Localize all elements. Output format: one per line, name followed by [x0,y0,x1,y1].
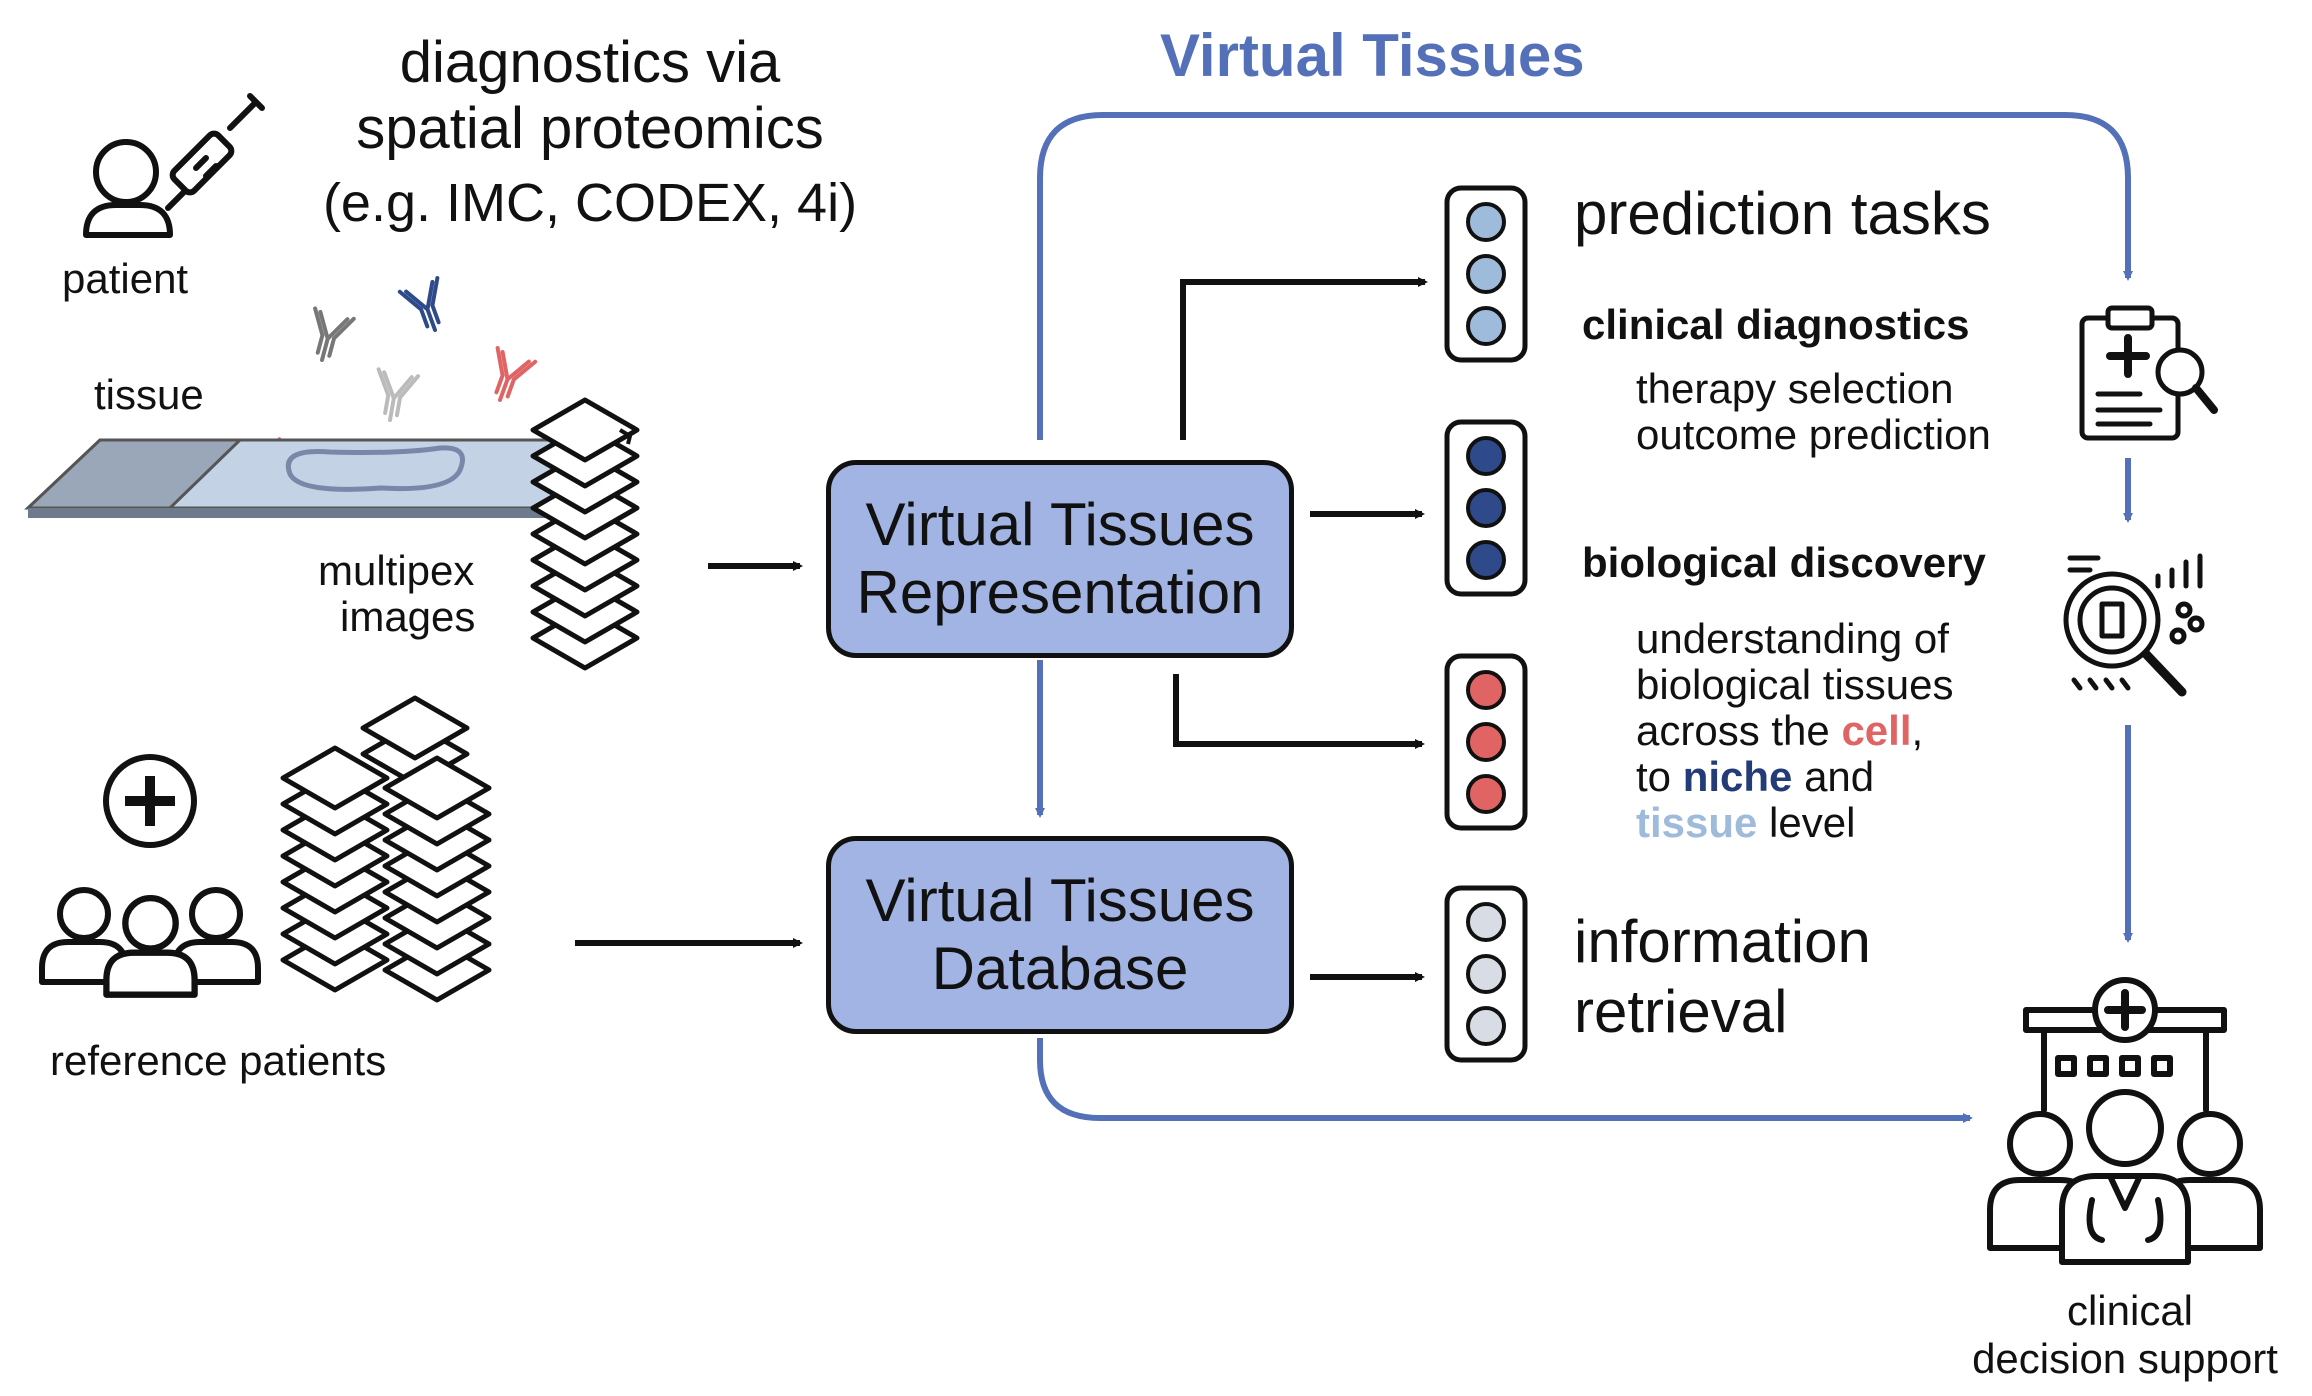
clinical-support-line-1: clinical [2066,1287,2194,1334]
biological-discovery-icon [2063,553,2205,697]
clipboard-search-icon [2079,305,2218,441]
outcome-prediction-label: outcome prediction [1636,411,1991,458]
heading-line-1: diagnostics via [399,30,781,95]
bottom-blue-arrow [1037,1038,1973,1123]
bio-line-5: tissue level [1636,800,1855,846]
reference-patients-icon [42,754,258,995]
therapy-selection-label: therapy selection [1636,365,1954,412]
patient-with-syringe-icon [83,93,265,238]
prediction-tasks-label: prediction tasks [1574,180,1991,247]
database-line-2: Database [931,935,1189,1002]
heading-line-3: (e.g. IMC, CODEX, 4i) [322,173,858,233]
prediction-dots [1444,185,1528,363]
tissue-word: tissue [1636,799,1758,846]
clinical-dots [1444,419,1528,597]
information-retrieval-line-1: information [1574,908,1871,975]
cell-word: cell [1841,707,1912,754]
black-flow-arrows [575,277,1428,982]
reference-patients-label: reference patients [50,1037,387,1084]
clinical-diagnostics-label: clinical diagnostics [1582,301,1970,348]
bio-line-5-post: level [1757,799,1856,846]
bio-line-4-pre: to [1636,753,1683,800]
hospital-doctors-icon [1987,977,2263,1265]
reference-image-stacks-icon [283,698,489,1000]
patient-label: patient [62,255,189,302]
clinical-support-line-2: decision support [1972,1335,2278,1382]
representation-line-2: Representation [856,559,1264,626]
blue-flow-arrows [1035,112,2133,1123]
rep-to-prediction-arrow [1180,277,1428,440]
niche-word: niche [1682,753,1793,800]
images-label-line-1: multipex [318,547,475,594]
database-box: Virtual Tissues Database [826,836,1294,1034]
information-retrieval-line-2: retrieval [1574,978,1788,1045]
heading-line-2: spatial proteomics [356,96,824,161]
virtual-tissues-title: Virtual Tissues [1160,22,1585,89]
bio-line-4: to niche and [1636,754,1874,800]
rep-to-discovery-arrow [1173,674,1425,749]
biological-discovery-label: biological discovery [1582,539,1986,586]
bio-line-4-post: and [1792,753,1875,800]
retrieval-dots [1444,885,1528,1063]
bio-line-3-pre: across the [1636,707,1842,754]
representation-line-1: Virtual Tissues [865,491,1255,558]
database-line-1: Virtual Tissues [865,867,1255,934]
bio-line-3: across the cell, [1636,708,1923,754]
tissue-label: tissue [94,371,204,418]
bio-line-3-post: , [1911,707,1924,754]
top-blue-arrow [1037,112,2133,440]
bio-line-1: understanding of [1636,615,1949,662]
image-stack-icon [533,400,637,668]
bio-line-2: biological tissues [1636,661,1954,708]
discovery-dots [1444,653,1528,831]
representation-box: Virtual Tissues Representation [826,460,1294,658]
images-label-line-2: images [340,593,476,640]
